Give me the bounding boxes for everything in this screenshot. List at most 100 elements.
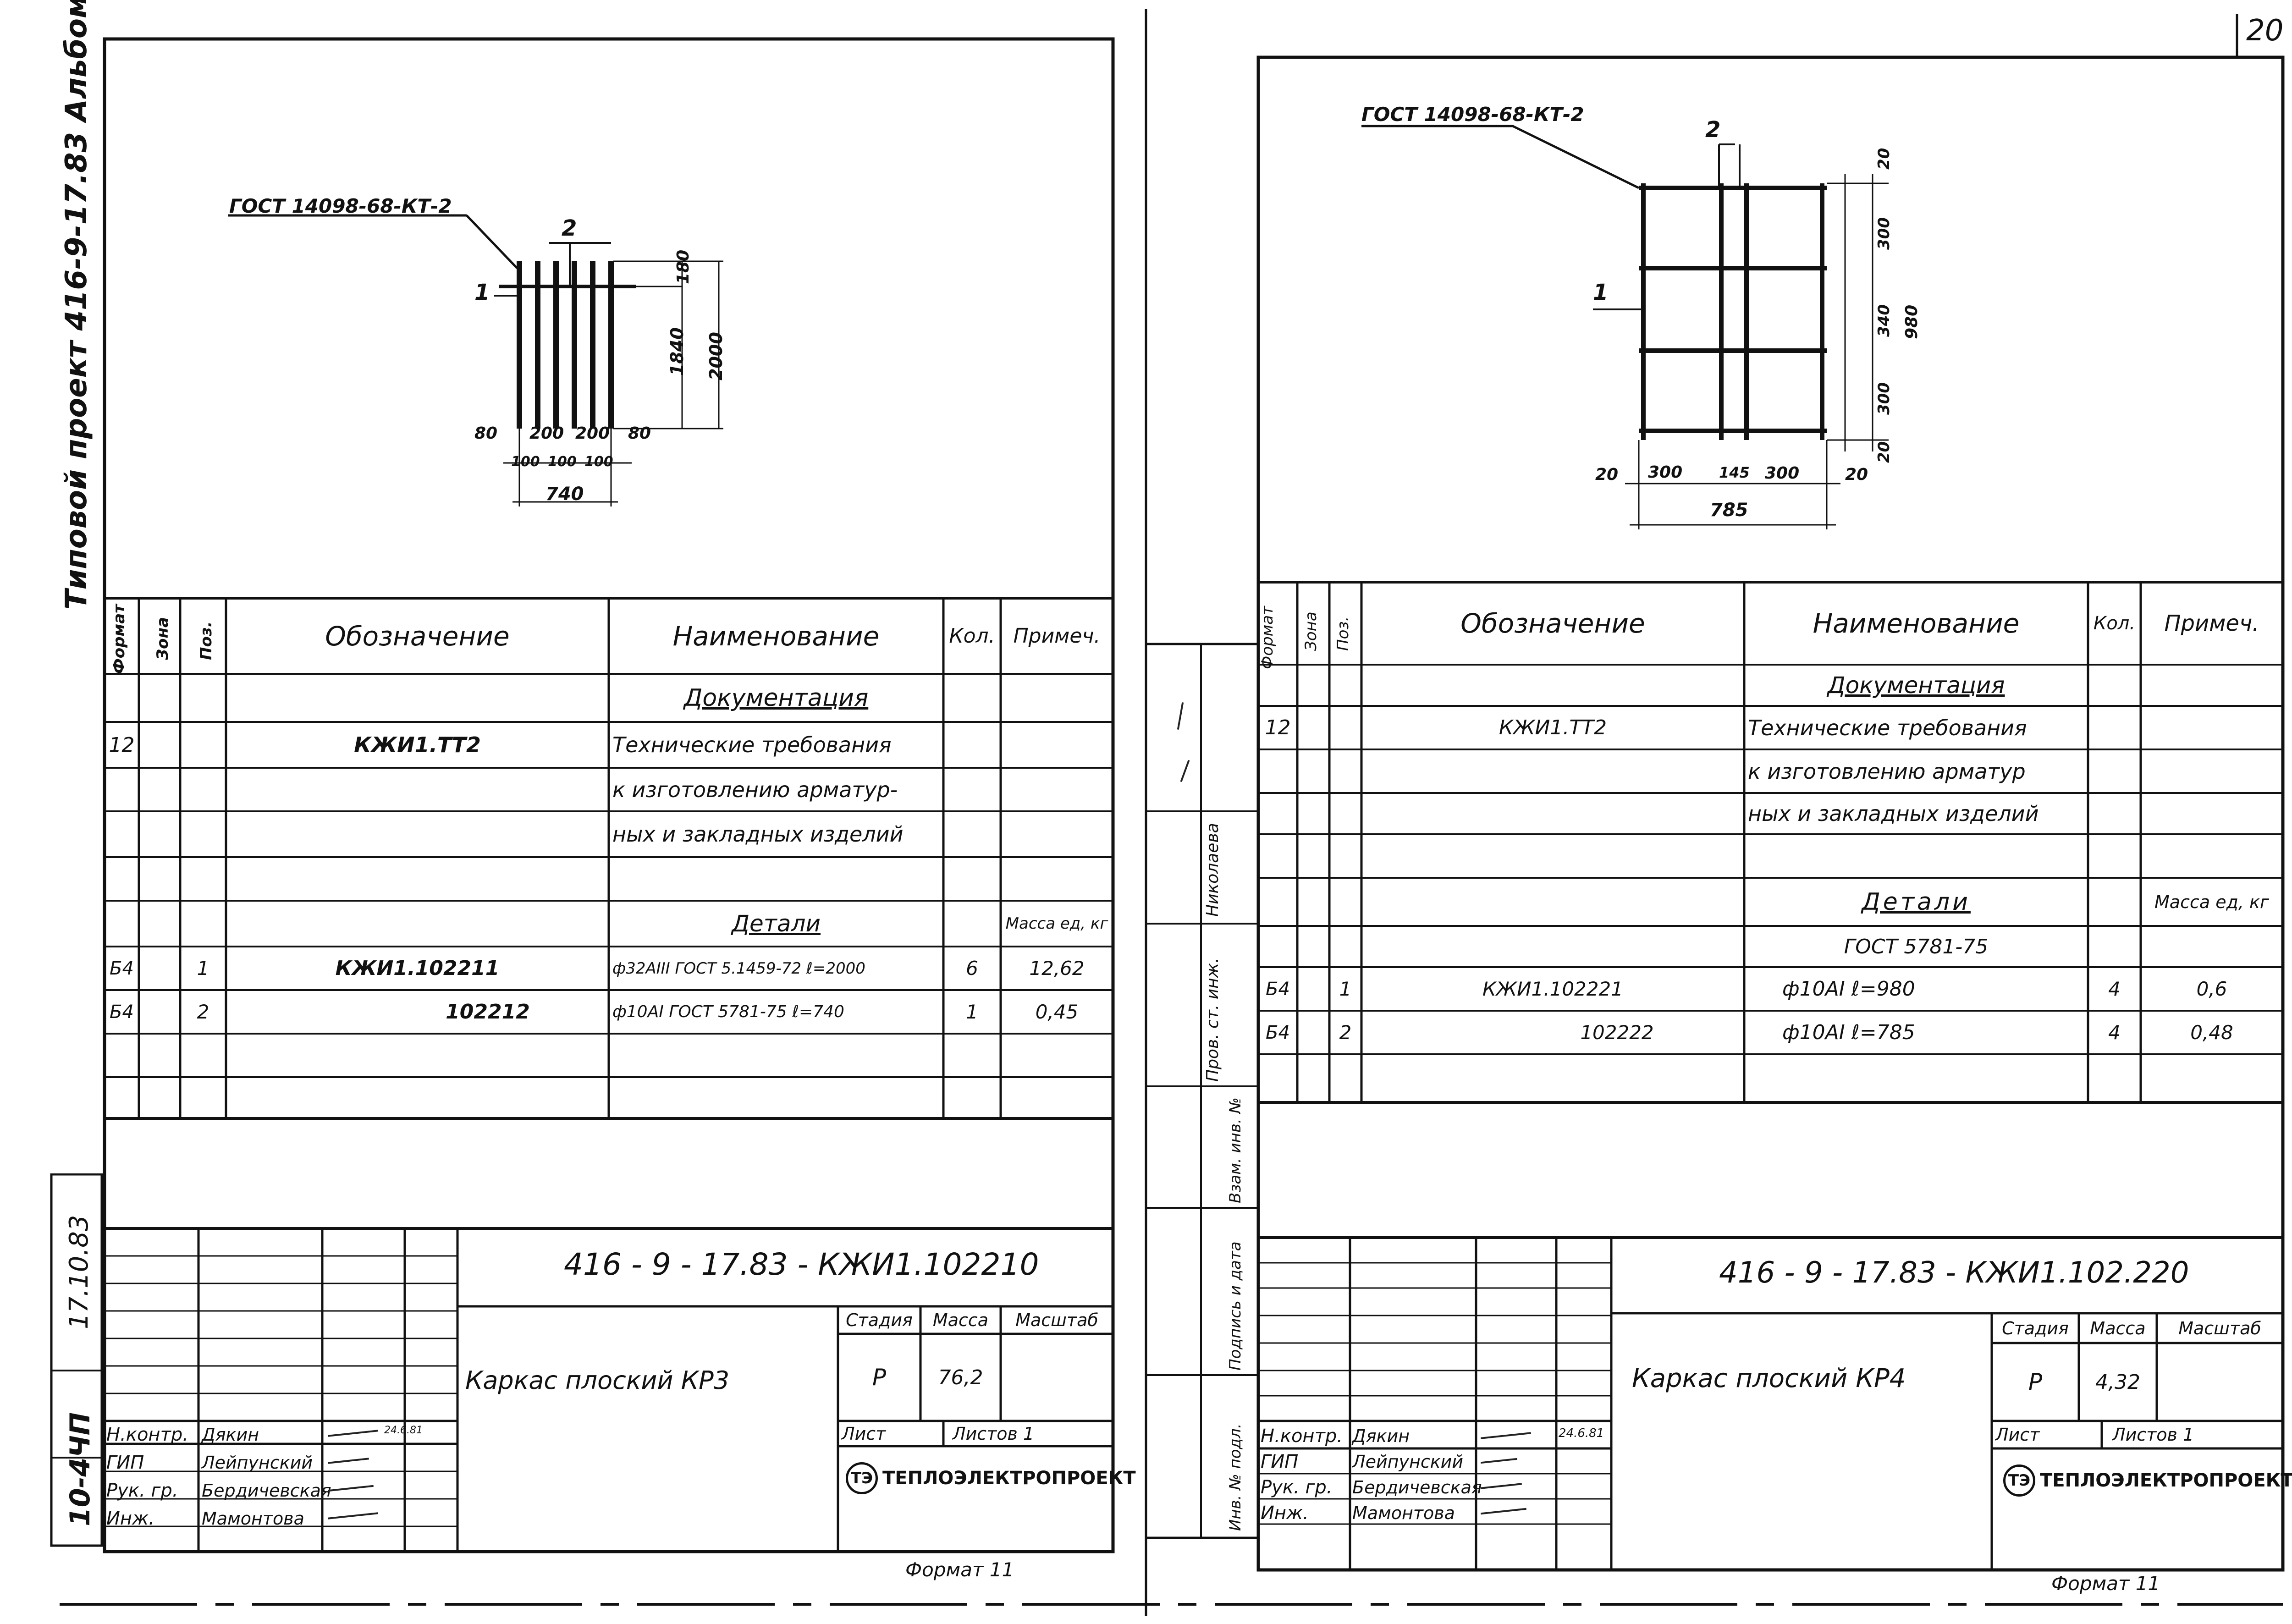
album-title-vertical: Типовой проект 416-9-17.83 Альбом X Х1 — [60, 0, 94, 610]
left-dim-100b: 100 — [548, 454, 577, 470]
left-pos-2: 2 — [562, 215, 577, 241]
right-sheet-label: Лист — [1995, 1425, 2040, 1445]
left-row-section-docs: Документация — [683, 684, 869, 712]
right-row-designation: КЖИ1.ТТ2 — [1499, 716, 1607, 739]
right-dim-300b: 300 — [1875, 382, 1893, 415]
left-dim-180: 180 — [674, 249, 693, 284]
right-person: Лейпунский — [1352, 1452, 1464, 1472]
right-row-note: 0,6 — [2196, 978, 2227, 1000]
left-roles: Н.контр. ГИП Рук. гр. Инж. — [106, 1421, 188, 1533]
right-row-format: Б4 — [1266, 978, 1290, 1000]
left-person: Лейпунский — [202, 1453, 313, 1473]
left-row-note: 0,45 — [1035, 1001, 1079, 1023]
left-header-designation: Обозначение — [325, 620, 510, 652]
left-header-pos: Поз. — [197, 621, 215, 661]
right-side-label: Пров. ст. инж. — [1203, 958, 1222, 1082]
right-dim-20b: 20 — [1875, 441, 1893, 463]
left-header-zone: Зона — [154, 617, 172, 660]
right-dim-340: 340 — [1875, 304, 1893, 337]
right-stage-label: Стадия — [2002, 1318, 2069, 1338]
left-row-section-details: Детали — [731, 910, 821, 937]
left-row-pos: 1 — [197, 957, 209, 980]
right-org-name: ТЕПЛОЭЛЕКТРОПРОЕКТ — [2040, 1470, 2292, 1491]
left-row-name: к изготовлению арматур- — [612, 777, 898, 802]
right-row-designation: 102222 — [1580, 1021, 1654, 1044]
left-format-label: Формат 11 — [905, 1558, 1014, 1581]
left-dim-2000: 2000 — [706, 332, 726, 380]
left-row-pos: 2 — [197, 1001, 209, 1023]
left-row-format: Б4 — [110, 958, 134, 979]
right-role: Н.контр. — [1261, 1426, 1343, 1447]
left-stamp-title: Каркас плоский КР3 — [465, 1366, 730, 1395]
left-person: Мамонтова — [202, 1508, 304, 1529]
right-mass: 4,32 — [2095, 1370, 2140, 1394]
left-scale-label: Масштаб — [1015, 1310, 1098, 1330]
left-person: Бердичевская — [202, 1481, 331, 1501]
right-format-label: Формат 11 — [2051, 1572, 2160, 1595]
right-sheets-label: Листов 1 — [2112, 1425, 2194, 1445]
right-org-logo: ТЭ ТЕПЛОЭЛЕКТРОПРОЕКТ — [2003, 1464, 2292, 1497]
right-side-label: Подпись и дата — [1226, 1241, 1245, 1371]
left-row-designation: 102212 — [446, 1000, 530, 1024]
right-row-name: ф10АI ℓ=785 — [1782, 1021, 1915, 1044]
left-row-name: Технические требования — [612, 732, 892, 757]
right-person: Бердичевская — [1352, 1477, 1482, 1497]
right-stamp-date: 24.6.81 — [1559, 1426, 1604, 1440]
right-person: Дякин — [1352, 1426, 1410, 1446]
left-spec-grid — [105, 598, 1113, 1118]
right-row-qty: 4 — [2108, 978, 2121, 1000]
right-dim-20l: 20 — [1595, 465, 1619, 484]
right-header-pos: Поз. — [1334, 616, 1352, 651]
left-stage-label: Стадия — [846, 1310, 913, 1330]
right-row-pos: 1 — [1339, 978, 1352, 1000]
right-dim-980: 980 — [1902, 304, 1921, 339]
left-header-qty: Кол. — [949, 624, 995, 648]
tep-logo-icon: ТЭ — [2003, 1464, 2035, 1497]
left-row-format: Б4 — [110, 1001, 134, 1023]
right-dim-300a: 300 — [1875, 217, 1893, 250]
right-title-block-grid — [1258, 1238, 2283, 1570]
left-org-name: ТЕПЛОЭЛЕКТРОПРОЕКТ — [882, 1468, 1136, 1489]
left-row-designation: КЖИ1.102211 — [335, 957, 500, 980]
right-header-zone: Зона — [1302, 611, 1320, 651]
left-header-name: Наименование — [672, 620, 880, 652]
left-row-format: 12 — [109, 733, 135, 757]
right-role: Рук. гр. — [1261, 1477, 1333, 1498]
right-spec-grid — [1258, 582, 2283, 1102]
left-sheets-label: Листов 1 — [953, 1423, 1035, 1444]
right-row-name: Технические требования — [1748, 715, 2027, 740]
right-dim-300d: 300 — [1765, 464, 1800, 483]
right-row-pos: 2 — [1339, 1021, 1352, 1044]
right-pos-1: 1 — [1593, 280, 1609, 305]
left-title-block-grid — [105, 1228, 1113, 1552]
left-stamp-date: 24.6.81 — [384, 1425, 423, 1436]
left-stage: Р — [872, 1364, 887, 1391]
left-mass-label: Масса — [932, 1310, 989, 1330]
left-row-name: ф32АIII ГОСТ 5.1459-72 ℓ=2000 — [612, 959, 865, 978]
left-dim-740: 740 — [545, 484, 584, 505]
right-gost-label: ГОСТ 14098-68-КТ-2 — [1361, 103, 1584, 126]
right-header-qty: Кол. — [2093, 613, 2136, 634]
left-person: Дякин — [202, 1425, 259, 1445]
left-role: Рук. гр. — [106, 1480, 178, 1501]
left-role: Инж. — [106, 1508, 154, 1529]
left-row-note: Масса ед, кг — [1005, 914, 1108, 933]
left-role: Н.контр. — [106, 1424, 188, 1445]
right-row-name: ф10АI ℓ=980 — [1782, 977, 1915, 1001]
right-dim-20t: 20 — [1875, 148, 1893, 170]
right-row-qty: 4 — [2108, 1021, 2121, 1044]
right-role: ГИП — [1261, 1451, 1299, 1472]
left-sheet-label: Лист — [842, 1423, 886, 1444]
left-drawing — [228, 214, 723, 506]
right-row-format: 12 — [1265, 716, 1291, 739]
left-row-name: ф10АI ГОСТ 5781-75 ℓ=740 — [612, 1002, 844, 1021]
right-person: Мамонтова — [1352, 1503, 1455, 1523]
left-gost-label: ГОСТ 14098-68-КТ-2 — [229, 195, 452, 217]
left-dim-100c: 100 — [584, 454, 613, 470]
left-row-designation: КЖИ1.ТТ2 — [354, 732, 481, 757]
page-number: 20 — [2246, 14, 2284, 48]
right-row-section-details: Детали — [1862, 888, 1971, 916]
right-roles: Н.контр. ГИП Рук. гр. Инж. — [1261, 1423, 1343, 1526]
right-side-label: Инв. № подл. — [1226, 1423, 1245, 1531]
